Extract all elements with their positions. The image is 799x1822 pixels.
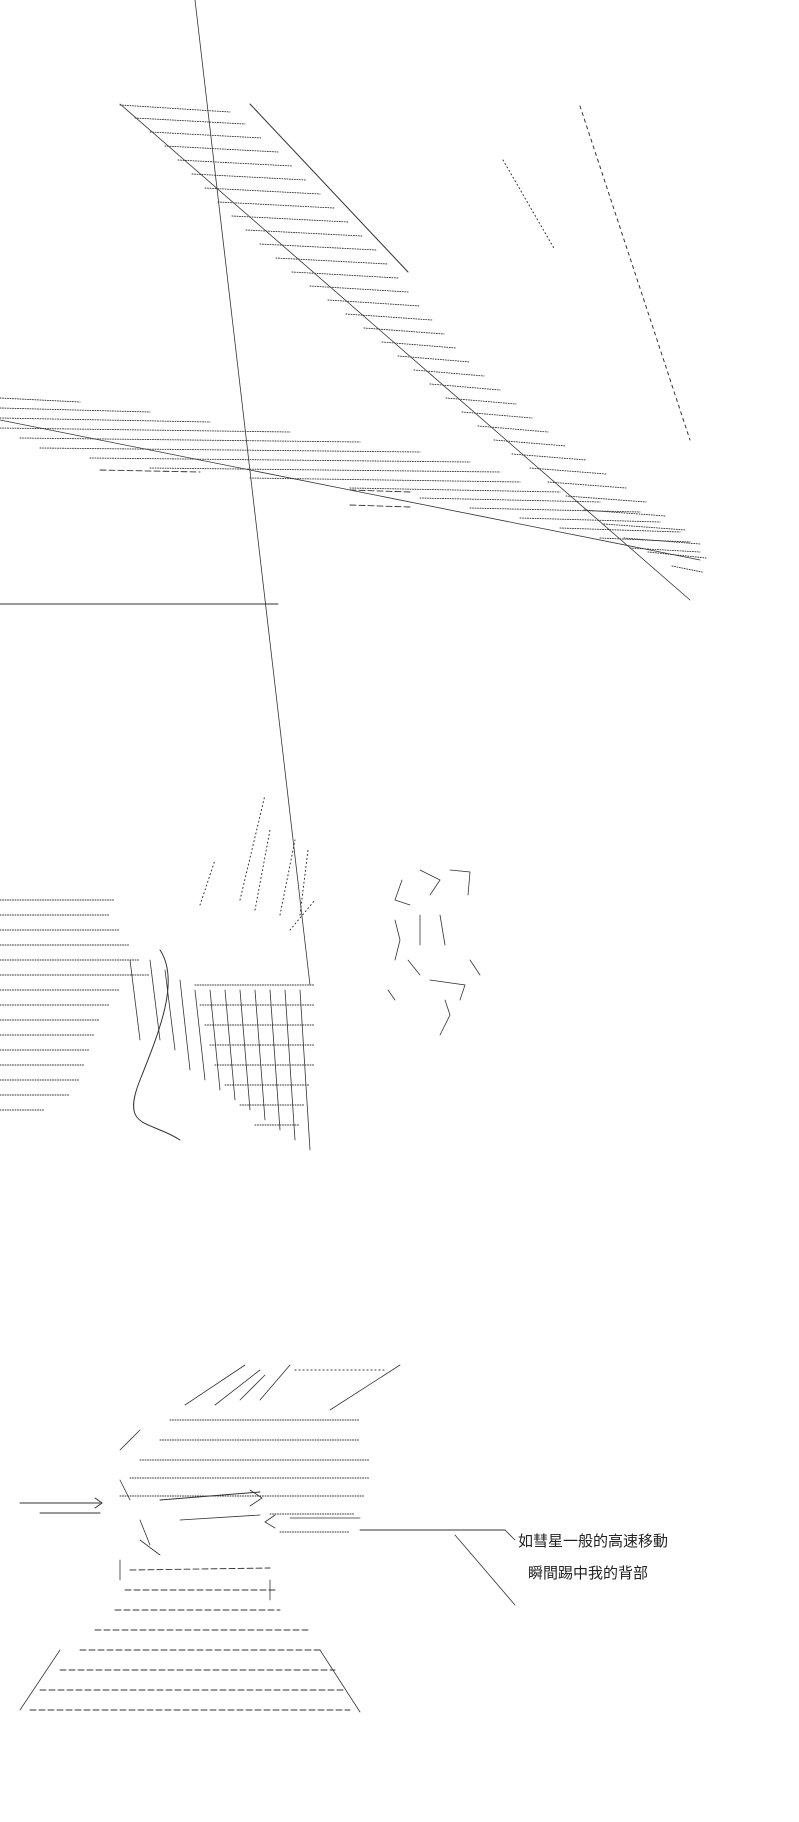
caption-line-1: 如彗星一般的高速移動 — [518, 1532, 669, 1550]
dashing-figure-art — [19, 1364, 516, 1713]
comet-streak-art — [0, 103, 707, 605]
sound-effect-art — [387, 869, 481, 1036]
caption-line-2: 瞬間踢中我的背部 — [528, 1564, 649, 1582]
impact-figure-art — [0, 0, 481, 1151]
